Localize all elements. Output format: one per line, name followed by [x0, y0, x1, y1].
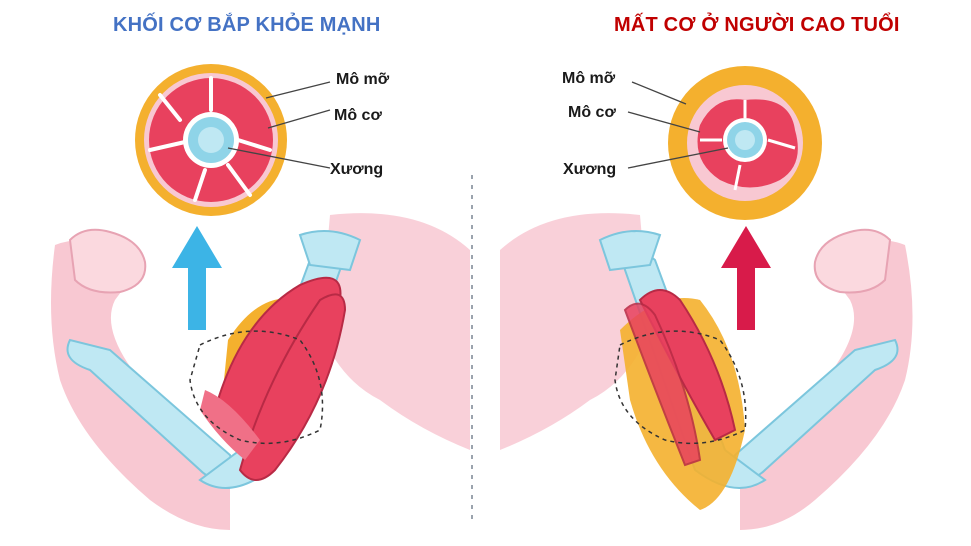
elderly-label-bone: Xương	[563, 161, 617, 178]
healthy-leader-lines	[227, 81, 331, 169]
healthy-arm	[51, 213, 470, 530]
elderly-leader-lines	[627, 81, 729, 169]
healthy-label-bone: Xương	[330, 161, 384, 178]
elderly-arm	[500, 213, 913, 530]
elderly-title: MẤT CƠ Ở NGƯỜI CAO TUỔI	[614, 14, 900, 36]
healthy-cross-section	[135, 64, 287, 216]
elderly-cross-section	[668, 66, 822, 220]
healthy-title: KHỐI CƠ BẮP KHỎE MẠNH	[113, 14, 381, 36]
healthy-label-fat: Mô mỡ	[336, 71, 390, 88]
up-arrow-icon	[172, 226, 222, 330]
healthy-label-muscle: Mô cơ	[334, 107, 382, 124]
elderly-label-muscle: Mô cơ	[568, 104, 616, 121]
elderly-label-fat: Mô mỡ	[562, 70, 616, 87]
up-arrow-icon	[721, 226, 771, 330]
